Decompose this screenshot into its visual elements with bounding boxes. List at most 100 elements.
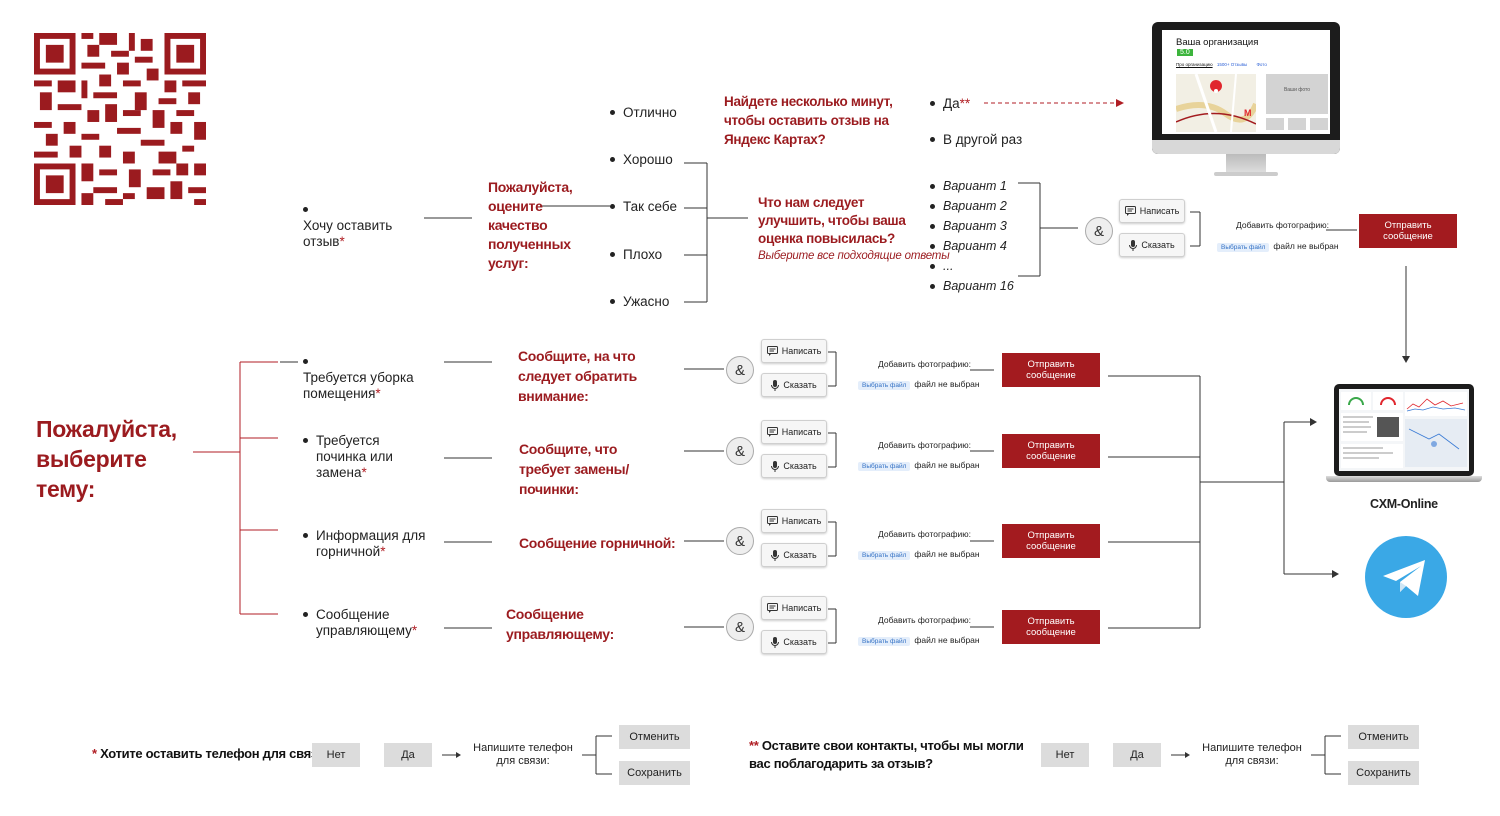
yes-option[interactable]: Да** bbox=[930, 96, 970, 112]
svg-text:M: M bbox=[1244, 108, 1252, 118]
yandex-question: Найдете несколько минут, чтобы оставить … bbox=[724, 94, 893, 147]
add-photo-label: Добавить фотографию: bbox=[878, 615, 972, 625]
phone-prompt-1: Напишите телефон для связи: bbox=[473, 742, 573, 767]
choose-file-button[interactable]: Выбрать файл bbox=[858, 637, 911, 646]
topic-question-cleaning: Сообщите, на что следует обратить вниман… bbox=[518, 348, 637, 404]
tab-reviews[interactable]: 1500+ Отзывы bbox=[1216, 62, 1248, 67]
qr-code-icon bbox=[34, 33, 206, 205]
say-button[interactable]: Сказать bbox=[1119, 233, 1185, 257]
topic-cleaning[interactable]: Требуется уборка помещения* bbox=[303, 354, 443, 402]
topic-question-manager: Сообщение управляющему: bbox=[506, 606, 614, 642]
map-icon: M bbox=[1176, 74, 1256, 132]
topic-repair[interactable]: Требуется починка или замена* bbox=[303, 433, 403, 481]
rating-terrible[interactable]: Ужасно bbox=[610, 294, 669, 310]
variant-item[interactable]: Вариант 1 bbox=[930, 178, 1007, 194]
main-title: Пожалуйста, выберите тему: bbox=[36, 416, 177, 502]
rating-excellent[interactable]: Отлично bbox=[610, 105, 677, 121]
cancel-button[interactable]: Отменить bbox=[1348, 725, 1419, 749]
add-photo-label: Добавить фотографию: bbox=[1236, 220, 1330, 230]
rating-good[interactable]: Хорошо bbox=[610, 152, 673, 168]
later-option[interactable]: В другой раз bbox=[930, 132, 1022, 148]
topic-question-maid: Сообщение горничной: bbox=[519, 535, 676, 551]
send-button[interactable]: Отправить сообщение bbox=[1002, 353, 1100, 387]
improve-hint: Выберите все подходящие ответы bbox=[758, 250, 950, 262]
choose-file-button[interactable]: Выбрать файл bbox=[858, 381, 911, 390]
org-rating: 5.0 bbox=[1177, 49, 1193, 56]
message-icon bbox=[766, 427, 778, 437]
variant-item[interactable]: Вариант 16 bbox=[930, 278, 1014, 294]
no-file-label: файл не выбран bbox=[914, 379, 980, 389]
say-button[interactable]: Сказать bbox=[761, 630, 827, 654]
message-icon bbox=[766, 346, 778, 356]
send-button[interactable]: Отправить сообщение bbox=[1359, 214, 1457, 248]
save-button[interactable]: Сохранить bbox=[619, 761, 690, 785]
and-symbol: & bbox=[726, 613, 754, 641]
tab-about[interactable]: Про организацию bbox=[1176, 62, 1213, 67]
org-name: Ваша организация bbox=[1176, 37, 1259, 48]
yandex-card: Ваша организация 5.0 Про организацию 150… bbox=[1162, 30, 1330, 134]
message-icon bbox=[1124, 206, 1136, 216]
send-button[interactable]: Отправить сообщение bbox=[1002, 434, 1100, 468]
write-button[interactable]: Написать bbox=[761, 596, 827, 620]
choose-file-button[interactable]: Выбрать файл bbox=[1217, 243, 1270, 252]
save-button[interactable]: Сохранить bbox=[1348, 761, 1419, 785]
and-symbol: & bbox=[726, 356, 754, 384]
variant-item[interactable]: Вариант 3 bbox=[930, 218, 1007, 234]
and-symbol: & bbox=[726, 527, 754, 555]
tab-photos[interactable]: Фото bbox=[1256, 62, 1267, 67]
rate-question: Пожалуйста, оцените качество полученных … bbox=[488, 179, 573, 271]
send-button[interactable]: Отправить сообщение bbox=[1002, 610, 1100, 644]
add-photo-label: Добавить фотографию: bbox=[878, 440, 972, 450]
laptop-dashboard bbox=[1326, 384, 1482, 486]
telegram-icon bbox=[1365, 536, 1447, 618]
microphone-icon bbox=[771, 460, 780, 472]
variant-item[interactable]: Вариант 2 bbox=[930, 198, 1007, 214]
add-photo-label: Добавить фотографию: bbox=[878, 359, 972, 369]
topic-manager[interactable]: Сообщение управляющему* bbox=[303, 607, 438, 639]
message-icon bbox=[766, 603, 778, 613]
write-button[interactable]: Написать bbox=[761, 509, 827, 533]
yes-button[interactable]: Да bbox=[1113, 743, 1161, 767]
rating-so-so[interactable]: Так себе bbox=[610, 199, 677, 215]
microphone-icon bbox=[771, 636, 780, 648]
phone-prompt-2: Напишите телефон для связи: bbox=[1202, 742, 1302, 767]
yes-button[interactable]: Да bbox=[384, 743, 432, 767]
microphone-icon bbox=[1129, 239, 1138, 251]
topic-leave-review[interactable]: Хочу оставить отзыв* bbox=[303, 202, 433, 250]
say-button[interactable]: Сказать bbox=[761, 454, 827, 478]
microphone-icon bbox=[771, 379, 780, 391]
no-file-label: файл не выбран bbox=[914, 460, 980, 470]
topic-question-repair: Сообщите, что требует замены/починки: bbox=[519, 441, 629, 497]
choose-file-button[interactable]: Выбрать файл bbox=[858, 551, 911, 560]
variant-item[interactable]: Вариант 4 bbox=[930, 238, 1007, 254]
topic-maid-info[interactable]: Информация для горничной* bbox=[303, 528, 438, 560]
write-button[interactable]: Написать bbox=[1119, 199, 1185, 223]
rating-bad[interactable]: Плохо bbox=[610, 247, 662, 263]
improve-question: Что нам следует улучшить, чтобы ваша оце… bbox=[758, 195, 906, 246]
phone-question-2: ** Оставите свои контакты, чтобы мы могл… bbox=[749, 738, 1024, 771]
no-file-label: файл не выбран bbox=[1273, 241, 1339, 251]
say-button[interactable]: Сказать bbox=[761, 373, 827, 397]
write-button[interactable]: Написать bbox=[761, 339, 827, 363]
cxm-label: CXM-Online bbox=[1370, 497, 1438, 511]
add-photo-label: Добавить фотографию: bbox=[878, 529, 972, 539]
no-file-label: файл не выбран bbox=[914, 635, 980, 645]
dashboard-icon bbox=[1341, 392, 1467, 468]
cancel-button[interactable]: Отменить bbox=[619, 725, 690, 749]
and-symbol: & bbox=[726, 437, 754, 465]
write-button[interactable]: Написать bbox=[761, 420, 827, 444]
no-button[interactable]: Нет bbox=[1041, 743, 1089, 767]
variant-item: ... bbox=[930, 258, 953, 274]
phone-question-1: * Хотите оставить телефон для связи? bbox=[92, 746, 333, 761]
send-button[interactable]: Отправить сообщение bbox=[1002, 524, 1100, 558]
desktop-monitor: Ваша организация 5.0 Про организацию 150… bbox=[1152, 22, 1340, 180]
and-symbol: & bbox=[1085, 217, 1113, 245]
photo-placeholder: Ваши фото bbox=[1283, 87, 1311, 93]
no-file-label: файл не выбран bbox=[914, 549, 980, 559]
say-button[interactable]: Сказать bbox=[761, 543, 827, 567]
choose-file-button[interactable]: Выбрать файл bbox=[858, 462, 911, 471]
message-icon bbox=[766, 516, 778, 526]
microphone-icon bbox=[771, 549, 780, 561]
no-button[interactable]: Нет bbox=[312, 743, 360, 767]
